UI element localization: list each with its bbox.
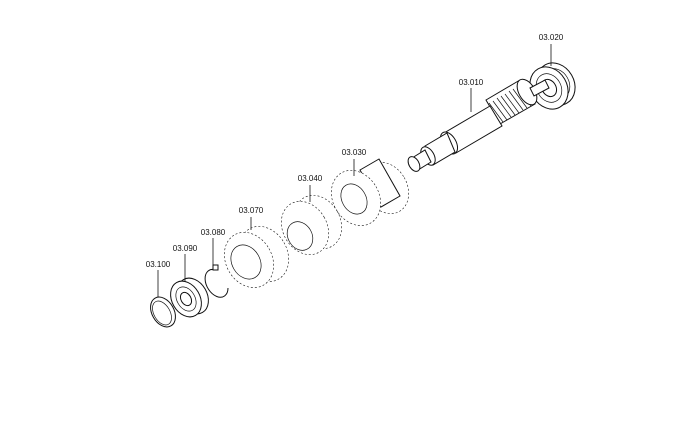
label-03-070: 03.070	[239, 206, 264, 215]
ring-03-100[interactable]	[145, 293, 180, 332]
double-gear-03-030[interactable]	[322, 154, 418, 234]
bearing-03-090[interactable]	[164, 273, 214, 323]
label-03-090: 03.090	[173, 244, 198, 253]
label-03-020: 03.020	[539, 33, 564, 42]
main-shaft-03-010[interactable]	[406, 76, 550, 174]
gear-03-070[interactable]	[215, 217, 299, 296]
part-labels: 03.020 03.010 03.030 03.040 03.070 03.08…	[146, 33, 564, 269]
shaft-pinion-teeth	[488, 85, 532, 123]
label-03-040: 03.040	[298, 174, 323, 183]
label-03-010: 03.010	[459, 78, 484, 87]
leader-lines	[157, 44, 552, 297]
label-03-100: 03.100	[146, 260, 171, 269]
snap-ring-03-080[interactable]	[204, 264, 229, 298]
label-03-080: 03.080	[201, 228, 226, 237]
gear-03-040[interactable]	[272, 187, 351, 263]
label-03-030: 03.030	[342, 148, 367, 157]
